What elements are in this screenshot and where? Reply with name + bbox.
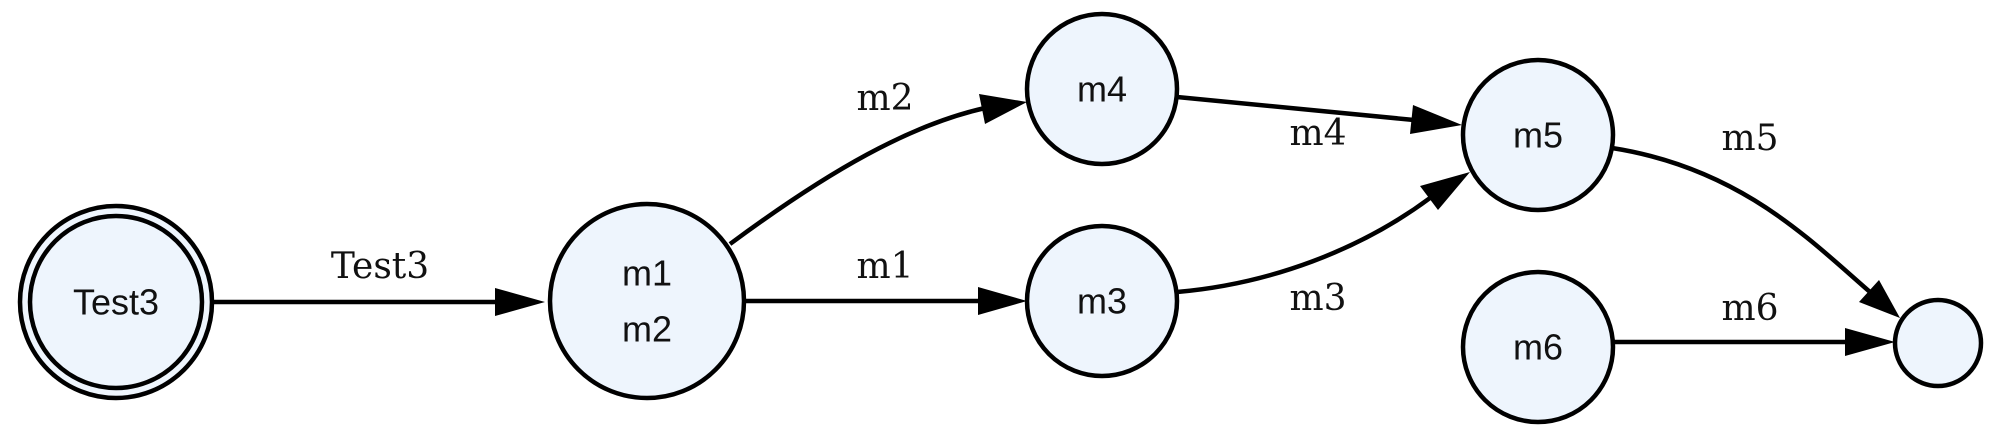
edge-m1m2-m4 xyxy=(728,94,1027,246)
state-circle xyxy=(1460,269,1616,425)
arrowhead-icon xyxy=(1420,172,1470,210)
node-m5: m5 xyxy=(1460,57,1616,213)
arrowhead-icon xyxy=(1410,105,1462,134)
arrowhead-icon xyxy=(979,94,1027,124)
edge-label: m3 xyxy=(1289,278,1346,319)
edge-m3-m5 xyxy=(1176,172,1470,295)
arrowhead-icon xyxy=(978,287,1027,315)
state-circle xyxy=(1892,297,1984,389)
state-label: m1 xyxy=(622,253,672,294)
edge-line xyxy=(1176,94,1415,123)
state-label: m6 xyxy=(1513,327,1563,368)
state-circle xyxy=(547,201,747,401)
edge-line xyxy=(1611,145,1872,294)
state-circle xyxy=(27,213,205,391)
edge-label: m2 xyxy=(856,78,913,119)
node-m4: m4 xyxy=(1024,11,1180,167)
edge-m5-end xyxy=(1611,145,1900,318)
edge-line xyxy=(728,105,986,246)
state-circle xyxy=(1024,223,1180,379)
state-label: Test3 xyxy=(73,282,159,323)
arrowhead-icon xyxy=(1845,328,1895,356)
edge-test3-m1m2 xyxy=(206,288,545,316)
node-m6: m6 xyxy=(1460,269,1616,425)
edge-label: Test3 xyxy=(331,246,429,287)
edge-label: m4 xyxy=(1289,113,1346,154)
node-end xyxy=(1892,297,1984,389)
edge-label: m1 xyxy=(856,246,913,287)
state-circle xyxy=(1024,11,1180,167)
edge-m1m2-m3 xyxy=(745,287,1027,315)
state-label: m2 xyxy=(622,309,672,350)
node-test3: Test3 xyxy=(17,203,215,401)
edge-m6-end xyxy=(1613,328,1895,356)
state-label: m4 xyxy=(1077,69,1127,110)
edge-label: m5 xyxy=(1721,118,1778,159)
edge-m4-m5 xyxy=(1176,94,1462,134)
state-label: m5 xyxy=(1513,115,1563,156)
state-circle xyxy=(1460,57,1616,213)
edge-labels-layer: Test3 m2 m1 m4 m3 m5 m6 xyxy=(331,78,1779,329)
node-m3: m3 xyxy=(1024,223,1180,379)
arrowhead-icon xyxy=(1859,280,1900,318)
edges-layer xyxy=(206,94,1900,356)
edge-label: m6 xyxy=(1721,288,1778,329)
state-label: m3 xyxy=(1077,281,1127,322)
arrowhead-icon xyxy=(495,288,545,316)
edge-line xyxy=(1176,196,1432,295)
